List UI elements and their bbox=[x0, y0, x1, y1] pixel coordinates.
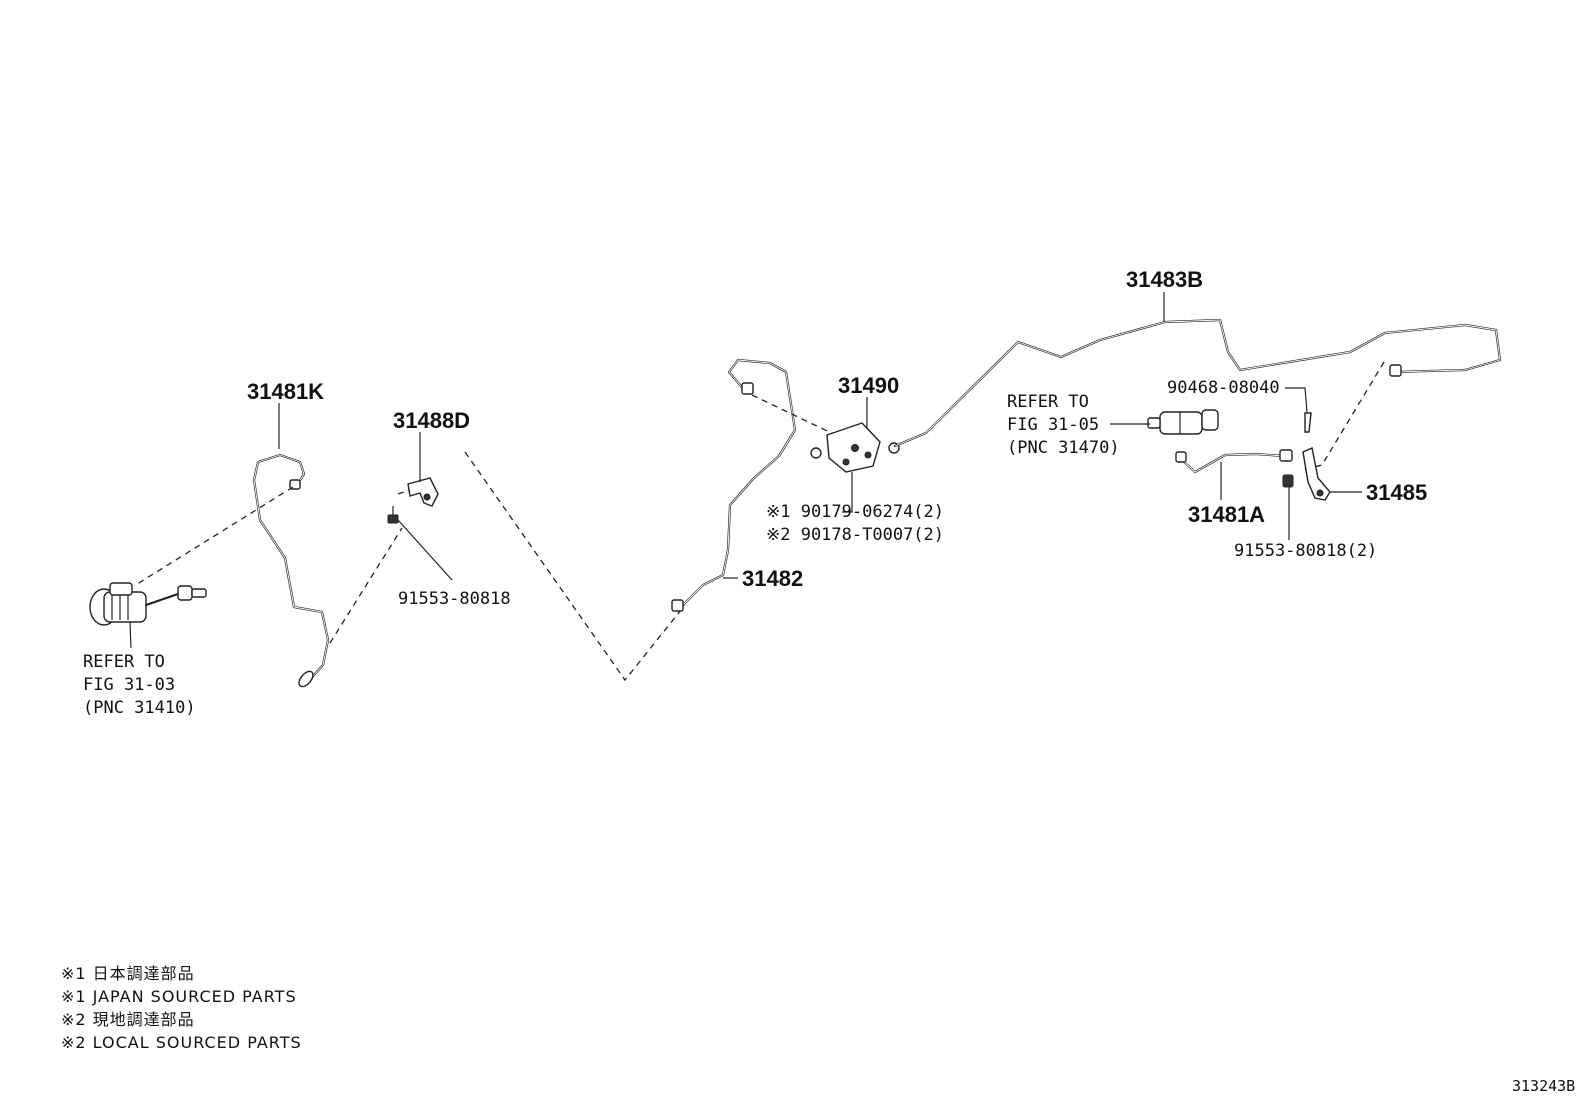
clamp-31488d bbox=[407, 470, 439, 507]
note-1-jp: ※1 日本調達部品 bbox=[61, 964, 195, 983]
label-91553-80818: 91553-80818 bbox=[398, 589, 511, 609]
label-31485: 31485 bbox=[1366, 480, 1427, 505]
ref-left-line-2: FIG 31-03 bbox=[83, 675, 175, 695]
tube-31481k bbox=[252, 453, 330, 688]
dash-zigzag bbox=[464, 451, 686, 682]
label-31482: 31482 bbox=[742, 566, 803, 591]
bolt-91553-80818-2 bbox=[1282, 474, 1294, 488]
label-31483b: 31483B bbox=[1126, 267, 1203, 292]
label-31490: 31490 bbox=[838, 373, 899, 398]
ref-right-line-1: REFER TO bbox=[1007, 392, 1089, 412]
dash-line-1 bbox=[133, 486, 294, 587]
label-31481a: 31481A bbox=[1188, 502, 1265, 527]
master-cylinder-left bbox=[89, 582, 207, 626]
label-90178-t0007: ※2 90178-T0007(2) bbox=[766, 525, 944, 545]
label-90468-08040: 90468-08040 bbox=[1167, 378, 1280, 398]
leader-ref-left bbox=[129, 621, 132, 649]
ref-left-line-3: (PNC 31410) bbox=[83, 698, 196, 718]
note-2-jp: ※2 現地調達部品 bbox=[61, 1010, 195, 1029]
leader-91553-left bbox=[397, 519, 453, 581]
tube-31482 bbox=[671, 358, 797, 612]
dash-line-2 bbox=[329, 527, 403, 644]
bracket-31490 bbox=[810, 422, 900, 473]
dash-bolt bbox=[397, 489, 411, 495]
figure-number: 313243B bbox=[1512, 1077, 1575, 1095]
ref-right-line-3: (PNC 31470) bbox=[1007, 438, 1120, 458]
bolt-91553-80818 bbox=[387, 506, 399, 524]
label-31488d: 31488D bbox=[393, 408, 470, 433]
note-2-en: ※2 LOCAL SOURCED PARTS bbox=[61, 1033, 302, 1052]
ref-right-line-2: FIG 31-05 bbox=[1007, 415, 1099, 435]
bracket-31485 bbox=[1302, 447, 1331, 501]
note-1-en: ※1 JAPAN SOURCED PARTS bbox=[61, 987, 297, 1006]
label-91553-80818-2: 91553-80818(2) bbox=[1234, 541, 1377, 561]
label-31481k: 31481K bbox=[247, 379, 324, 404]
hose-31481a bbox=[1175, 449, 1293, 474]
slave-cylinder-right bbox=[1147, 409, 1219, 435]
leader-90468 bbox=[1285, 387, 1308, 413]
clip-90468-08040 bbox=[1304, 412, 1312, 433]
ref-left-line-1: REFER TO bbox=[83, 652, 165, 672]
leader-90179 bbox=[842, 472, 853, 513]
dash-31483b bbox=[1301, 361, 1385, 471]
label-90179-06274: ※1 90179-06274(2) bbox=[766, 502, 944, 522]
tube-31483b bbox=[893, 318, 1502, 448]
